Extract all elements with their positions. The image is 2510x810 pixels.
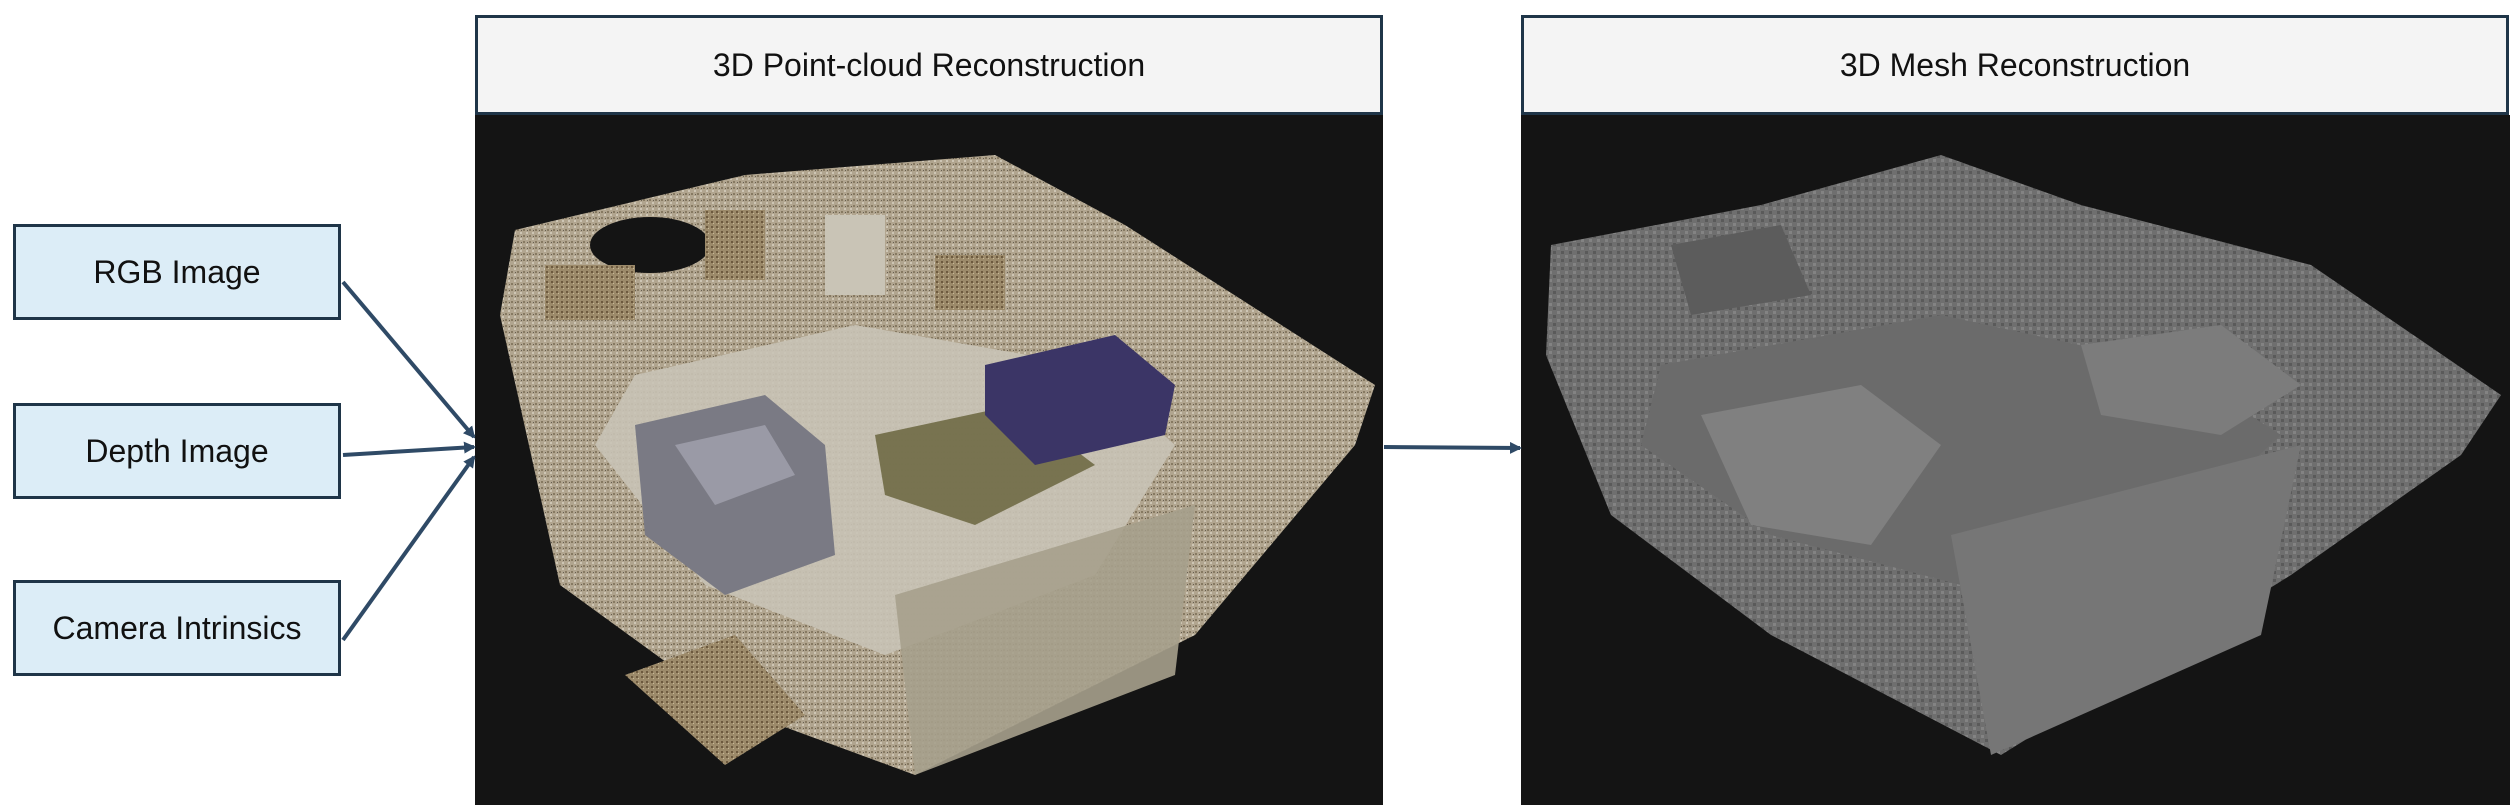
arrow-camera-to-pointcloud (341, 455, 476, 642)
point-cloud-panel (475, 115, 1383, 805)
arrow-rgb-to-pointcloud (341, 280, 476, 439)
point-cloud-render (500, 155, 1375, 775)
arrow-depth-to-pointcloud (342, 441, 476, 457)
rgb-image-box: RGB Image (13, 224, 341, 320)
rgb-image-label: RGB Image (93, 253, 261, 290)
point-cloud-header: 3D Point-cloud Reconstruction (475, 15, 1383, 115)
mesh-header: 3D Mesh Reconstruction (1521, 15, 2509, 115)
mesh-render (1546, 155, 2501, 755)
depth-image-box: Depth Image (13, 403, 341, 499)
arrow-pointcloud-to-mesh (1383, 441, 1522, 454)
mesh-title: 3D Mesh Reconstruction (1839, 46, 2191, 83)
mesh-panel (1521, 115, 2510, 805)
point-cloud-title: 3D Point-cloud Reconstruction (712, 46, 1146, 83)
camera-intrinsics-label: Camera Intrinsics (52, 609, 302, 646)
camera-intrinsics-box: Camera Intrinsics (13, 580, 341, 676)
depth-image-label: Depth Image (85, 432, 269, 469)
